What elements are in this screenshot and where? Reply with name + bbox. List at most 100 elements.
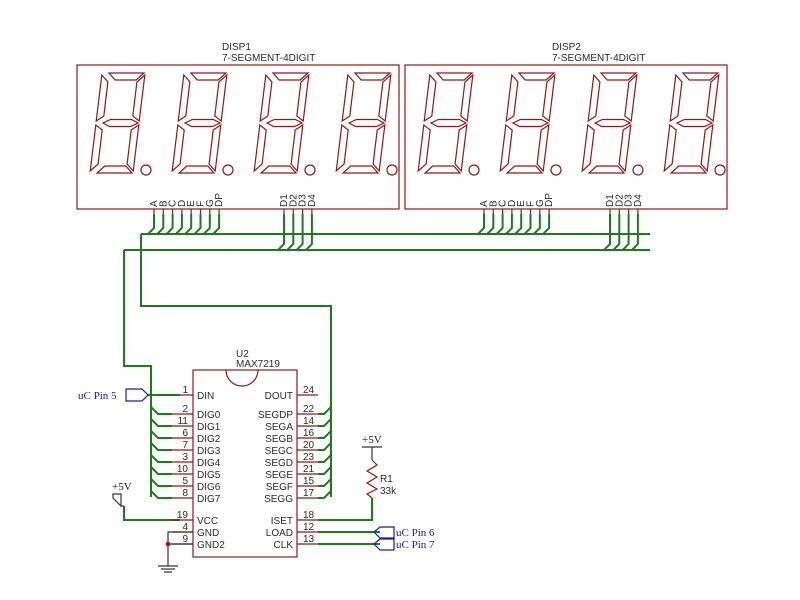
ic-pin-name: SEGA [265,422,293,433]
display-pin-label: DP [544,193,555,207]
ic-pin-number: 14 [303,416,315,427]
segment-fan-wire [318,466,332,475]
segment [706,73,720,123]
display-pin-label: E [516,200,527,207]
display-pin-label: D2 [614,194,625,207]
power-flag-icon [112,493,122,508]
segment [89,123,103,173]
display-pin-label: A [149,200,160,207]
seven-seg-digit [663,72,726,176]
segment [505,165,544,174]
disp2-body [404,64,728,210]
segment [593,118,632,128]
segment [341,165,380,174]
r1-supply-label: +5V [362,434,382,446]
ic-pin-number: 13 [303,534,315,545]
segment [517,72,556,81]
segment-fan-wire [318,454,332,463]
bus-tap-wire [631,214,639,251]
seven-seg-digit [581,72,644,176]
segment [296,73,310,123]
r1-ref: R1 [380,474,393,485]
bus-tap-wire [505,214,513,235]
port-load: uC Pin 6 [373,526,435,539]
vcc-supply: +5V [112,481,132,508]
ic-pin-name: CLK [274,540,294,551]
digit-fan-wire [150,466,172,475]
seg-return-wire [140,234,332,395]
ic-pin-number: 24 [303,385,315,396]
segment [183,118,222,128]
segment [126,123,140,173]
segment [259,73,273,123]
r1-value: 33k [380,486,397,497]
bus-tap-wire [165,214,174,235]
ic-pin-number: 10 [177,464,189,475]
segment [435,72,474,81]
decimal-point [550,164,562,176]
ic-pin-number: 8 [182,488,188,499]
resistor-r1: +5V R1 33k [362,434,397,499]
bus-tap-wire [156,214,165,235]
display-pin-label: D3 [624,194,635,207]
digit-fan-wire [150,454,172,463]
disp1-ref: DISP1 [222,42,251,53]
segment [177,73,191,123]
display-pin-label: D2 [288,194,299,207]
disp1-body [76,64,400,210]
bus-tap-wire [212,214,221,235]
display-pin-label: E [186,200,197,207]
ic-pin-name: SEGDP [258,410,293,421]
ic-pin-number: 17 [303,488,315,499]
bus-tap-wire [277,214,285,251]
ic-pin-name: SEGC [265,446,293,457]
port-clk-flag [373,538,395,551]
segment [335,123,349,173]
segment [663,123,677,173]
decimal-point [714,164,726,176]
segment [587,165,626,174]
disp2-value: 7-SEGMENT-4DIGIT [552,53,645,64]
decimal-point [140,164,152,176]
bus-tap-wire [477,214,485,235]
segment-fan-wire [318,490,332,499]
segment [253,123,267,173]
digit-fan-wire [150,478,172,487]
seven-seg-digit [253,72,316,176]
segment [681,72,720,81]
ic-pin-number: 22 [303,404,315,415]
display-pin-label: F [526,201,537,207]
ic-pin-number: 16 [303,428,315,439]
display-pin-label: A [479,200,490,207]
digit-fan-wire [150,406,172,415]
bus-tap-wire [184,214,193,235]
port-load-flag [373,526,395,539]
seven-seg-digit [499,72,562,176]
segment [347,118,386,128]
ic-pin-name: VCC [197,516,218,527]
ic-value: MAX7219 [236,359,280,370]
ic-pin-number: 7 [182,440,188,451]
seven-seg-digit [89,72,152,176]
bus-tap-wire [495,214,504,235]
ic-pin-number: 9 [182,534,188,545]
port-din-label: uC Pin 5 [78,390,117,402]
bus-tap-wire [523,214,532,235]
port-din-flag [125,388,149,402]
segment [95,73,109,123]
iset-wire [318,498,373,521]
display-pin-label: B [158,200,169,207]
ic-pin-name: DIG5 [197,470,221,481]
segment [624,73,638,123]
bus-tap-wire [286,214,295,251]
bus-tap-wire [621,214,630,251]
segment [581,123,595,173]
ic-pins: 1DIN2DIG011DIG16DIG27DIG33DIG410DIG55DIG… [172,385,318,551]
segment [675,118,714,128]
display-pin-label: D [177,200,188,207]
ic-pin-name: SEGB [265,434,293,445]
junction-dot [165,541,171,547]
ic-pin-name: DIG7 [197,494,221,505]
